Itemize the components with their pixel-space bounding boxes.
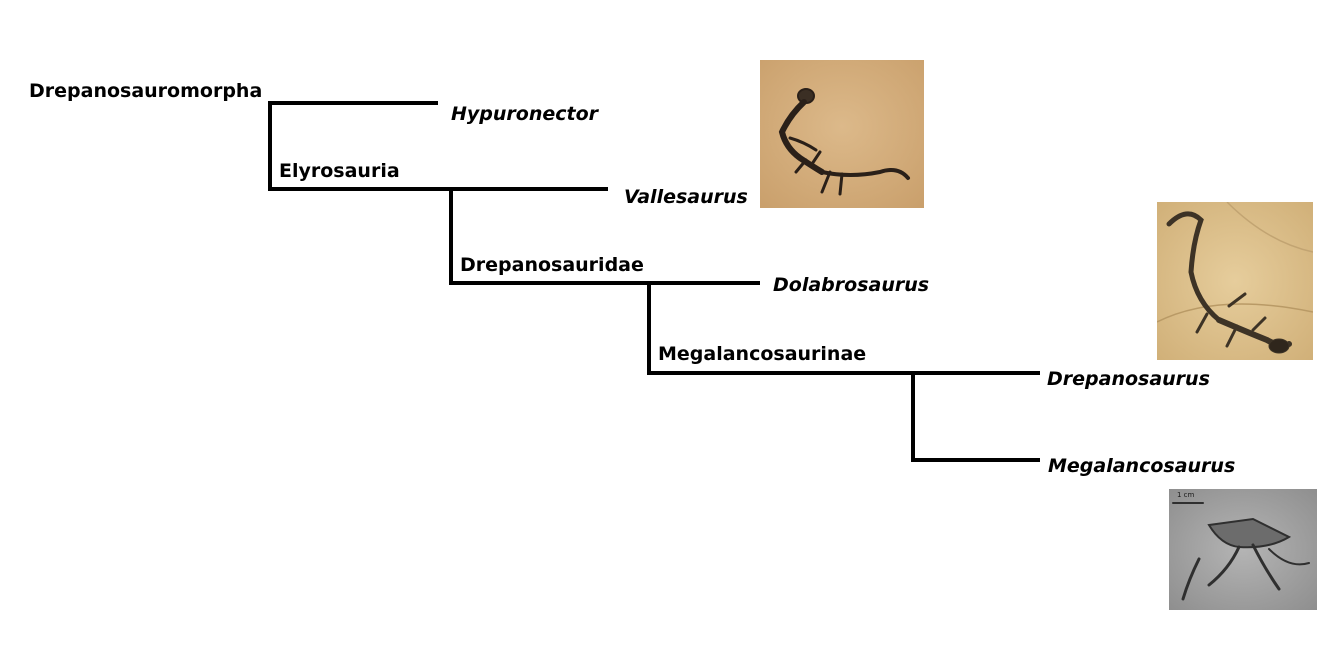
- taxon-label-vallesaurus: Vallesaurus: [624, 186, 748, 208]
- clade-label-elyrosauria: Elyrosauria: [279, 160, 400, 182]
- taxon-label-drepanosaurus: Drepanosaurus: [1047, 368, 1210, 390]
- clade-label-drepanosauromorpha: Drepanosauromorpha: [29, 80, 263, 102]
- fossil-photo-megalancosaurus: 1 cm: [1169, 489, 1317, 610]
- fossil-photo-drepanosaurus: [1157, 202, 1313, 360]
- taxon-label-hypuronector: Hypuronector: [451, 103, 599, 125]
- taxon-label-dolabrosaurus: Dolabrosaurus: [773, 274, 930, 296]
- scale-bar-label: 1 cm: [1177, 491, 1195, 499]
- clade-label-megalancosaurinae: Megalancosaurinae: [658, 343, 867, 365]
- fossil-photo-vallesaurus: [760, 60, 924, 208]
- clade-label-drepanosauridae: Drepanosauridae: [460, 254, 644, 276]
- taxon-label-megalancosaurus: Megalancosaurus: [1048, 455, 1236, 477]
